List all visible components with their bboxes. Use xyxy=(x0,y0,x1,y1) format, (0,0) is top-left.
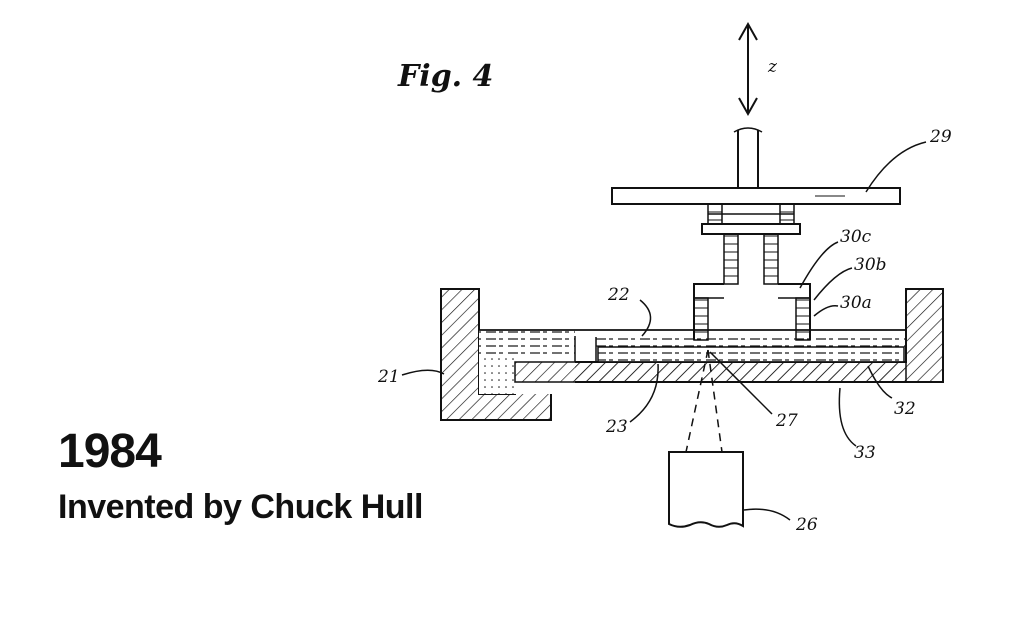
elevator-platform-29 xyxy=(611,127,901,205)
callout-32: 32 xyxy=(894,399,916,419)
callout-22: 22 xyxy=(607,285,630,305)
light-beam-27 xyxy=(685,349,723,453)
callout-30c: 30c xyxy=(840,227,872,247)
callout-26: 26 xyxy=(795,515,818,535)
callout-30b: 30b xyxy=(854,255,887,275)
z-axis-label: z xyxy=(767,57,778,77)
part-support xyxy=(701,203,801,235)
callout-29: 29 xyxy=(929,127,952,147)
year-heading: 1984 xyxy=(58,425,162,478)
callout-21: 21 xyxy=(377,367,400,387)
formed-object-30 xyxy=(693,233,811,341)
inventor-caption: Invented by Chuck Hull xyxy=(58,488,423,526)
resin-layers xyxy=(514,333,907,383)
figure-title: Fig. 4 xyxy=(397,59,493,94)
callout-27: 27 xyxy=(775,411,798,431)
leader-lines xyxy=(401,141,927,521)
callout-23: 23 xyxy=(605,417,628,437)
light-source-26 xyxy=(668,451,744,528)
callout-30a: 30a xyxy=(840,293,872,313)
callout-33: 33 xyxy=(854,443,876,463)
z-axis-arrow xyxy=(738,21,758,117)
